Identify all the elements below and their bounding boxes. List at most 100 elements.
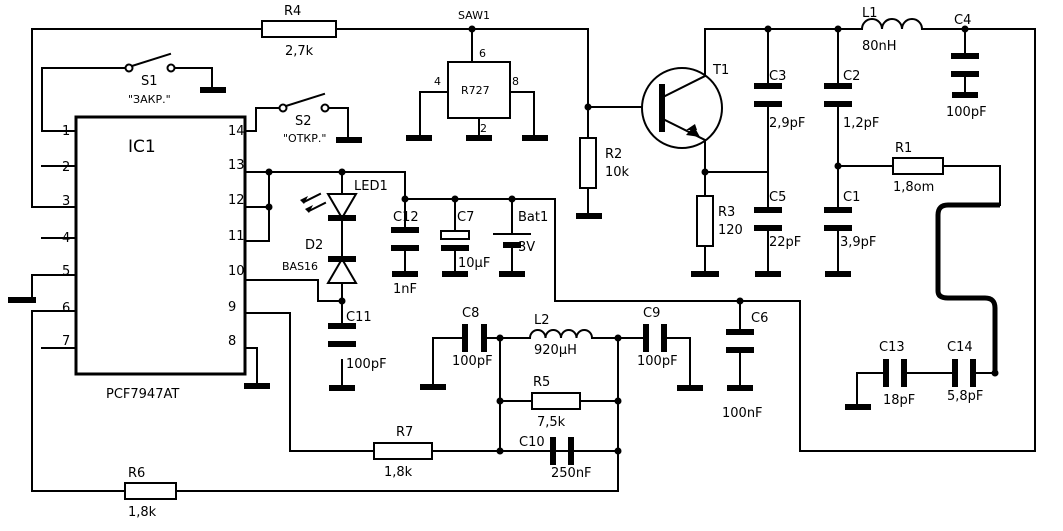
capacitor-c12: C12 1nF <box>391 210 419 297</box>
r2-value: 10k <box>605 165 630 180</box>
ground-symbols <box>8 87 978 410</box>
r3-ref: R3 <box>718 205 735 220</box>
c14-ref: C14 <box>947 340 973 355</box>
c3-value: 2,9pF <box>769 116 805 131</box>
saw-pin-8: 8 <box>512 75 519 88</box>
c1-ref: C1 <box>843 190 860 205</box>
t1-ref: T1 <box>712 63 729 78</box>
resistor-r3: R3 120 <box>696 195 743 247</box>
capacitor-c14: C14 5,8pF <box>947 340 983 404</box>
c12-ref: C12 <box>393 210 419 225</box>
s1-ref: S1 <box>141 74 158 89</box>
ic1-pin-5: 5 <box>62 264 70 279</box>
s2-ref: S2 <box>295 114 312 129</box>
resistor-r4: R4 2,7k <box>261 4 337 59</box>
bat1-ref: Bat1 <box>518 210 548 225</box>
r4-ref: R4 <box>284 4 301 19</box>
capacitor-c8: C8 100pF <box>452 306 493 369</box>
c10-ref: C10 <box>519 435 545 450</box>
capacitor-c5: C5 22pF <box>754 190 801 250</box>
diode-d2: D2 BAS16 <box>282 238 358 284</box>
junction-dots <box>265 25 999 455</box>
capacitor-c6: C6 100nF <box>722 311 768 421</box>
c11-ref: C11 <box>346 310 372 325</box>
c7-ref: C7 <box>457 210 474 225</box>
c6-ref: C6 <box>751 311 768 326</box>
capacitor-c13: C13 18pF <box>879 340 915 408</box>
saw-pin-4: 4 <box>434 75 441 88</box>
ic1-pin-14: 14 <box>228 124 245 139</box>
c4-value: 100pF <box>946 105 987 120</box>
c9-ref: C9 <box>643 306 660 321</box>
switch-s2: S2 "ОТКР." <box>278 92 330 145</box>
capacitor-c11: C11 100pF <box>328 310 387 372</box>
antenna-loop <box>935 202 1000 373</box>
d2-ref: D2 <box>305 238 323 253</box>
switch-s1: S1 "ЗАКР." <box>124 52 176 106</box>
ic1-pin-3: 3 <box>62 194 70 209</box>
c5-ref: C5 <box>769 190 786 205</box>
ic1-pin-7: 7 <box>62 334 70 349</box>
capacitor-c1: C1 3,9pF <box>824 190 876 250</box>
led1-ref: LED1 <box>354 179 388 194</box>
ic1-pin-2: 2 <box>62 160 70 175</box>
c1-value: 3,9pF <box>840 235 876 250</box>
r2-ref: R2 <box>605 147 622 162</box>
led-led1: LED1 <box>300 179 388 221</box>
s2-note: "ОТКР." <box>283 132 326 145</box>
l1-ref: L1 <box>862 6 878 21</box>
c2-ref: C2 <box>843 69 860 84</box>
resistor-r1: R1 1,8om <box>892 141 944 195</box>
c5-value: 22pF <box>769 235 801 250</box>
r5-value: 7,5k <box>537 415 566 430</box>
r5-ref: R5 <box>533 375 550 390</box>
saw-part: R727 <box>461 84 490 97</box>
resistor-r2: R2 10k <box>579 137 630 189</box>
wires <box>31 28 1036 492</box>
r1-ref: R1 <box>895 141 912 156</box>
d2-part: BAS16 <box>282 260 318 273</box>
c3-ref: C3 <box>769 69 786 84</box>
c8-value: 100pF <box>452 354 493 369</box>
s1-note: "ЗАКР." <box>128 93 171 106</box>
ic1-pin-10: 10 <box>228 264 245 279</box>
l2-value: 920µH <box>534 343 577 358</box>
c6-value: 100nF <box>722 406 763 421</box>
capacitor-c4: C4 100pF <box>946 13 987 120</box>
r6-ref: R6 <box>128 466 145 481</box>
capacitor-c10: C10 250nF <box>519 435 592 481</box>
ic1-pin-4: 4 <box>62 231 70 246</box>
c12-value: 1nF <box>393 282 417 297</box>
capacitor-c3: C3 2,9pF <box>754 69 805 131</box>
c13-value: 18pF <box>883 393 915 408</box>
ic1-pin-6: 6 <box>62 301 70 316</box>
battery-bat1: Bat1 3V <box>493 210 548 255</box>
ic1-pin-12: 12 <box>228 193 245 208</box>
c14-value: 5,8pF <box>947 389 983 404</box>
r6-value: 1,8k <box>128 505 157 520</box>
r3-value: 120 <box>718 223 743 238</box>
ic1: IC1 PCF7947AT 1 2 3 4 5 6 7 14 13 12 11 … <box>62 115 247 402</box>
ic1-name: IC1 <box>128 137 156 157</box>
r7-ref: R7 <box>396 425 413 440</box>
l2-ref: L2 <box>534 313 550 328</box>
r4-value: 2,7k <box>285 44 314 59</box>
inductor-l1: L1 80nH <box>860 6 924 54</box>
ic1-pin-9: 9 <box>228 300 236 315</box>
resistor-r6: R6 1,8k <box>124 466 177 520</box>
c2-value: 1,2pF <box>843 116 879 131</box>
ic1-pin-13: 13 <box>228 158 245 173</box>
capacitor-c2: C2 1,2pF <box>824 69 879 131</box>
c13-ref: C13 <box>879 340 905 355</box>
r7-value: 1,8k <box>384 465 413 480</box>
transistor-t1: T1 <box>641 63 729 149</box>
bat1-value: 3V <box>518 240 535 255</box>
saw-ref: SAW1 <box>458 9 490 22</box>
c4-ref: C4 <box>954 13 971 28</box>
c11-value: 100pF <box>346 357 387 372</box>
inductor-l2: L2 920µH <box>528 313 594 358</box>
c7-value: 10µF <box>458 256 490 271</box>
saw-pin-2: 2 <box>480 122 487 135</box>
ic1-pin-1: 1 <box>62 124 70 139</box>
